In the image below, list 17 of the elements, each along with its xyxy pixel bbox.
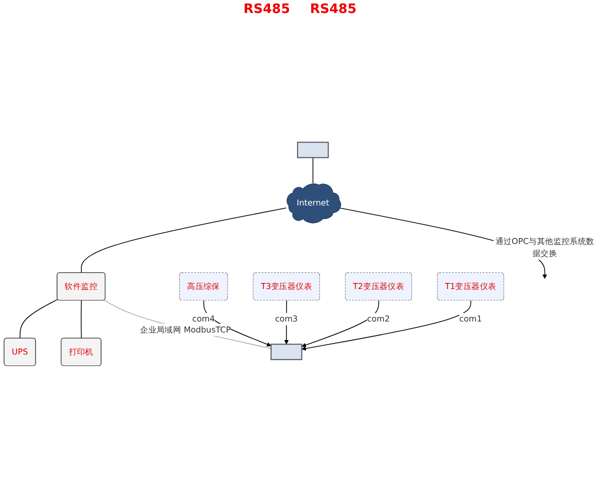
edge-label: com2 [367,314,390,324]
protocol-label: RS485 [243,2,290,17]
edge-label: com3 [275,314,298,324]
protocol-label: RS485 [310,2,357,17]
edge-label: com1 [459,314,482,324]
connector [80,300,82,339]
connector [312,157,314,184]
node-box [270,344,302,360]
edge-label: 通过OPC与其他监控系统数据交换 [495,236,594,258]
arrow [284,300,289,344]
arrow [302,300,380,348]
connector [20,298,58,339]
node-box [297,142,329,158]
connector [80,208,286,274]
edge-label: com4 [192,314,215,324]
edge-label: 企业局域网 ModbusTCP [140,324,231,334]
arrow [302,300,472,351]
